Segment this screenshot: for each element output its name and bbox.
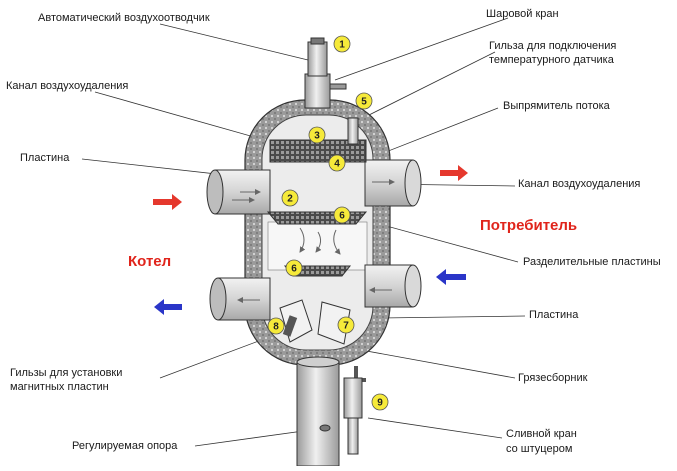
side-label-consumer: Потребитель xyxy=(480,217,578,234)
badge-number: 4 xyxy=(334,159,340,170)
badge-number: 3 xyxy=(314,131,320,142)
label-sleeve-temp-line1: Гильза для подключения xyxy=(489,40,617,52)
label-sleeve-temp-line2: температурного датчика xyxy=(489,54,614,66)
badge-8: 8 xyxy=(267,317,285,335)
badge-6: 6 xyxy=(285,259,303,277)
leader-lines xyxy=(81,17,526,447)
badge-6: 6 xyxy=(333,206,351,224)
label-plate-bottom: Пластина xyxy=(529,309,579,321)
label-mag-sleeves-line2: магнитных пластин xyxy=(10,381,109,393)
badge-9: 9 xyxy=(371,393,389,411)
label-auto-vent: Автоматический воздухоотводчик xyxy=(38,12,210,24)
auto-vent-assembly xyxy=(304,37,347,109)
label-drain-valve-line2: со штуцером xyxy=(506,443,573,455)
drain-valve xyxy=(343,366,366,455)
badge-number: 2 xyxy=(287,194,293,205)
side-label-boiler: Котел xyxy=(128,253,172,270)
external-flow-arrows xyxy=(153,165,468,315)
label-mag-sleeves-line1: Гильзы для установки xyxy=(10,367,123,379)
badge-7: 7 xyxy=(337,316,355,334)
consumer-return-arrow xyxy=(436,269,466,285)
boiler-return-arrow xyxy=(154,299,182,315)
separating-plate-top xyxy=(266,211,368,225)
support-column xyxy=(296,356,340,467)
badge-number: 9 xyxy=(377,398,383,409)
label-mud-collector: Грязесборник xyxy=(518,372,588,384)
label-ball-valve: Шаровой кран xyxy=(486,8,559,20)
badge-4: 4 xyxy=(328,154,346,172)
consumer-out-arrow xyxy=(440,165,468,181)
label-flow-straightener: Выпрямитель потока xyxy=(503,100,610,112)
badge-3: 3 xyxy=(308,126,326,144)
badge-5: 5 xyxy=(355,92,373,110)
label-drain-valve-line1: Сливной кран xyxy=(506,428,577,440)
badge-number: 6 xyxy=(291,264,297,275)
badge-number: 1 xyxy=(339,40,345,51)
badge-number: 6 xyxy=(339,211,345,222)
sensor-sleeve xyxy=(347,117,359,145)
badge-2: 2 xyxy=(281,189,299,207)
label-adjustable-support: Регулируемая опора xyxy=(72,440,178,452)
badge-number: 7 xyxy=(343,321,349,332)
label-air-channel-right: Канал воздухоудаления xyxy=(518,178,641,190)
boiler-in-arrow xyxy=(153,194,182,210)
pipes xyxy=(206,159,422,321)
badge-number: 8 xyxy=(273,322,279,333)
label-plate-top: Пластина xyxy=(20,152,70,164)
internal-flow-arrows xyxy=(232,179,395,303)
badge-1: 1 xyxy=(333,35,351,53)
mud-collector xyxy=(279,299,351,345)
badge-number: 5 xyxy=(361,97,367,108)
label-air-channel-left: Канал воздухоудаления xyxy=(6,80,129,92)
badges: 1 2 3 4 5 6 6 7 8 9 xyxy=(267,35,389,411)
label-separating-plates: Разделительные пластины xyxy=(523,256,661,268)
